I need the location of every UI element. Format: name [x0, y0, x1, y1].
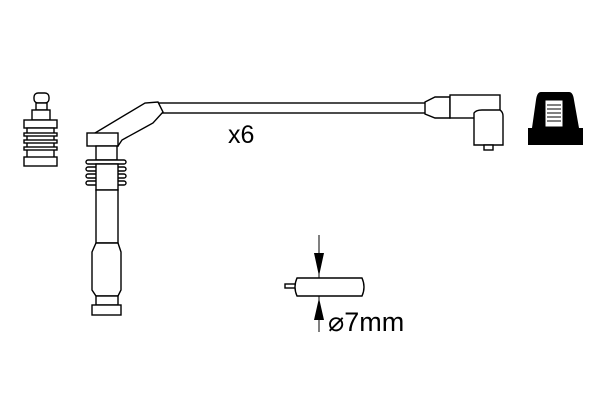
cable-diameter-detail	[284, 235, 365, 332]
arrow-up-icon	[314, 298, 324, 320]
ignition-cable	[157, 102, 431, 114]
spark-plug-boot	[85, 101, 164, 316]
quantity-label: x6	[228, 121, 254, 149]
coil-connector	[424, 94, 504, 151]
coil-cap	[528, 92, 583, 145]
diameter-label: ⌀7mm	[328, 307, 404, 337]
arrow-down-icon	[314, 253, 324, 276]
plug-terminal	[23, 92, 58, 167]
